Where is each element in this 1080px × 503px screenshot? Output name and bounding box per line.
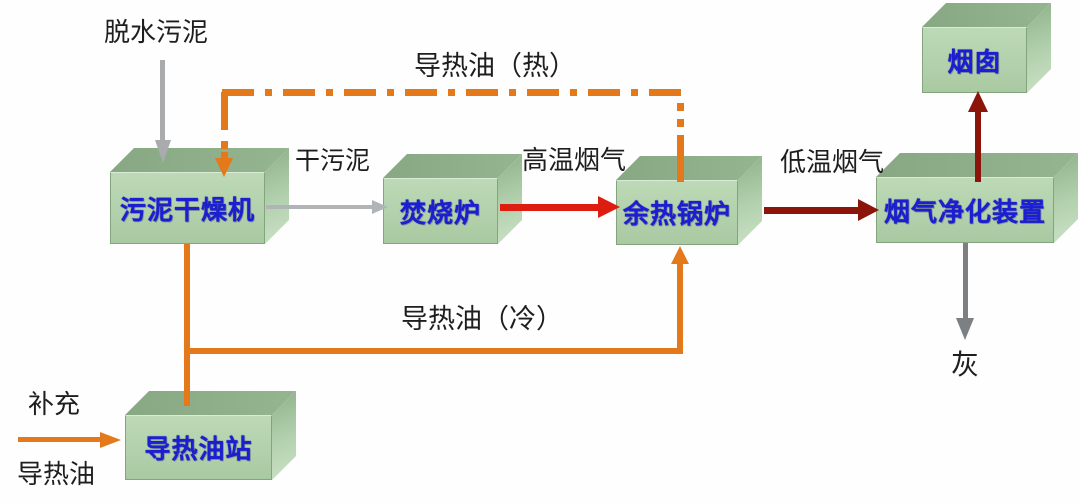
box-front-face: 余热锅炉	[616, 180, 738, 245]
hot-oil-arrowhead-into-dryer	[215, 158, 233, 177]
hot-oil-right-rise-solid	[677, 135, 684, 182]
hot-oil-dashdot-line	[222, 89, 684, 96]
box-top-face	[383, 154, 522, 178]
high-temp-gas-arrow-line	[500, 204, 600, 211]
hot-oil-left-drop-stem	[221, 152, 228, 160]
node-sludge-dryer: 污泥干燥机	[110, 172, 265, 244]
label-makeup-line2: 导热油	[17, 459, 96, 489]
box-top-face	[110, 148, 289, 172]
makeup-oil-arrowhead	[100, 432, 121, 448]
low-temp-gas-arrowhead	[858, 199, 879, 221]
label-makeup-line1: 补充	[28, 389, 81, 419]
label-low-temp-flue-gas: 低温烟气	[780, 147, 885, 177]
cold-oil-riser-line	[677, 262, 683, 354]
node-label-sludge-dryer: 污泥干燥机	[119, 194, 255, 225]
label-high-temp-flue-gas: 高温烟气	[522, 145, 627, 175]
high-temp-gas-arrowhead	[598, 196, 620, 218]
node-waste-heat-boiler: 余热锅炉	[616, 180, 738, 245]
hot-oil-left-drop-dot	[221, 141, 228, 149]
label-dry-sludge: 干污泥	[295, 147, 371, 175]
node-label-chimney: 烟囱	[947, 46, 1002, 77]
box-front-face: 烟气净化装置	[876, 177, 1054, 243]
node-label-incinerator: 焚烧炉	[399, 197, 481, 228]
ash-arrow-line	[963, 243, 968, 320]
node-chimney: 烟囱	[922, 27, 1027, 93]
box-front-face: 焚烧炉	[383, 178, 498, 244]
node-label-waste-heat-boiler: 余热锅炉	[622, 199, 731, 229]
makeup-oil-arrow-line	[18, 437, 102, 442]
label-ash: 灰	[951, 350, 980, 381]
cold-oil-arrowhead-into-boiler	[671, 246, 689, 264]
node-label-flue-gas-purifier: 烟气净化装置	[883, 196, 1046, 227]
box-top-face	[616, 156, 762, 180]
low-temp-gas-arrow-line	[764, 207, 860, 214]
box-front-face: 导热油站	[125, 415, 272, 480]
node-oil-station: 导热油站	[125, 415, 272, 480]
hot-oil-right-rise-dot1	[677, 103, 684, 111]
dry-sludge-arrow-line	[266, 205, 374, 209]
label-dewatered-sludge: 脱水污泥	[104, 17, 209, 47]
box-top-face	[922, 3, 1051, 27]
hot-oil-left-drop-dash	[221, 92, 228, 130]
label-hot-oil: 导热油（热）	[414, 51, 576, 81]
box-front-face: 污泥干燥机	[110, 172, 265, 244]
cold-oil-dryer-to-station-line	[184, 244, 190, 406]
chimney-arrow-line	[975, 110, 981, 182]
node-label-oil-station: 导热油站	[144, 434, 253, 464]
hot-oil-right-rise-dot2	[677, 119, 684, 127]
node-incinerator: 焚烧炉	[383, 178, 498, 244]
label-cold-oil: 导热油（冷）	[401, 304, 563, 334]
ash-arrowhead	[956, 318, 974, 340]
box-top-face	[125, 391, 296, 415]
dewatered-sludge-arrowhead	[155, 140, 171, 163]
dry-sludge-arrowhead	[372, 200, 388, 214]
box-front-face: 烟囱	[922, 27, 1027, 93]
chimney-arrowhead	[968, 91, 988, 112]
dewatered-sludge-arrow-line	[160, 60, 165, 142]
cold-oil-horizontal-line	[184, 348, 683, 354]
node-flue-gas-purifier: 烟气净化装置	[876, 177, 1054, 243]
